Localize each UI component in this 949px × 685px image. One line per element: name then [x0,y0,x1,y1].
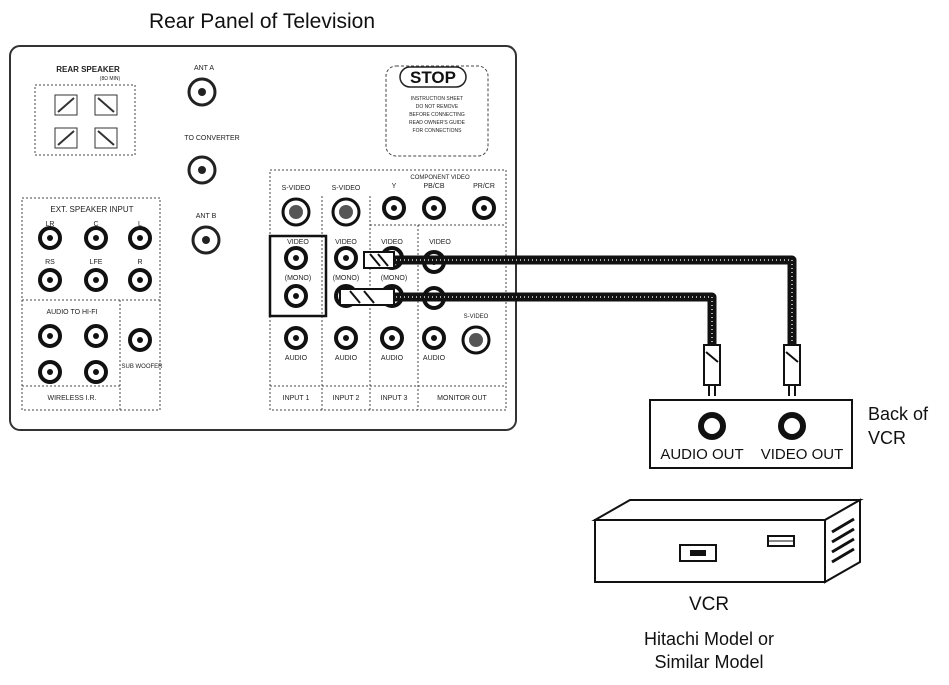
plug-vcr-audio [703,344,721,396]
ext-speaker-jack [84,268,108,292]
video-label: VIDEO [429,239,451,246]
component-jack [382,196,406,220]
input1-audio-right-jack [284,326,308,350]
plug-tv-video [363,251,395,269]
input2-video-jack [334,246,358,270]
sub-woofer-jack [128,328,152,352]
antenna-section: ANT A TO CONVERTER ANT B [184,65,240,255]
mono-label: (MONO) [285,275,311,282]
wireless-ir-jack [84,360,108,384]
wireless-ir-jack [38,360,62,384]
stop-notice: STOP INSTRUCTION SHEET DO NOT REMOVE BEFOR… [385,65,489,157]
stop-note-line: DO NOT REMOVE [416,104,459,110]
stop-note-text: INSTRUCTION SHEET DO NOT REMOVE BEFORE CON… [409,96,466,134]
component-jack [472,196,496,220]
mono-label: (MONO) [333,275,359,282]
vcr-caption-line2: Similar Model [654,652,764,672]
stop-note-line: BEFORE CONNECTING [409,112,465,118]
input3-audio-right-jack [380,326,404,350]
svideo-jack [331,197,361,227]
ant-b-label: ANT B [196,213,217,220]
audio-label: AUDIO [335,355,358,362]
component-video-label: COMPONENT VIDEO [410,175,470,181]
audio-to-hifi-jack [84,324,108,348]
audio-to-hifi-jack [38,324,62,348]
ext-speaker-jack [84,226,108,250]
stop-note-line: INSTRUCTION SHEET [411,96,463,102]
input1-video-jack [284,246,308,270]
audio-to-hifi-label: AUDIO TO HI-FI [46,309,97,316]
diagram-title: Rear Panel of Television [149,10,375,33]
ext-jack-label: RS [45,259,55,266]
stop-note-line: FOR CONNECTIONS [413,128,463,134]
plug-tv-audio [339,288,395,306]
ext-jack-label: L [138,221,142,228]
back-of-vcr-label-line2: VCR [868,428,906,448]
wireless-ir-label: WIRELESS I.R. [47,395,96,402]
ext-jack-label: LFE [90,259,103,266]
input2-audio-right-jack [334,326,358,350]
monitor-svideo-jack [461,325,491,355]
component-jack-label: PB/CB [423,183,444,190]
input1-audio-left-jack [284,284,308,308]
mono-label: (MONO) [381,275,407,282]
audio-label: AUDIO [285,355,308,362]
ext-speaker-jack [38,226,62,250]
component-jack [422,196,446,220]
stop-badge: STOP [410,68,456,87]
ext-speaker-input-label: EXT. SPEAKER INPUT [50,205,133,214]
monitor-audio-right-jack [422,326,446,350]
svideo-label: S-VIDEO [282,185,311,192]
video-label: VIDEO [381,239,403,246]
video-label: VIDEO [335,239,357,246]
component-jack-label: PR/CR [473,183,495,190]
stop-note-line: READ OWNER'S GUIDE [409,120,466,126]
back-of-vcr-label-line1: Back of [868,404,929,424]
video-out-jack [778,412,806,440]
component-jack-label: Y [392,183,397,190]
highlighted-input-1 [268,234,328,318]
input-labels: INPUT 1 INPUT 2 INPUT 3 MONITOR OUT [283,395,488,402]
ext-speaker-jack [128,268,152,292]
input-label: INPUT 3 [381,395,408,402]
svideo-jack [281,197,311,227]
audio-label: AUDIO [381,355,404,362]
ext-speaker-jack [38,268,62,292]
ext-jack-label: R [137,259,142,266]
rear-speaker-sub-label: (8Ω MIN) [100,76,121,82]
video-out-label: VIDEO OUT [761,446,844,463]
cables [339,251,801,396]
input-label: MONITOR OUT [437,395,487,402]
ext-speaker-jack [128,226,152,250]
video-label: VIDEO [287,239,309,246]
plug-vcr-video [783,344,801,396]
to-converter-label: TO CONVERTER [184,135,239,142]
vcr-back-panel: AUDIO OUT VIDEO OUT Back of VCR [649,399,929,469]
rear-speaker-section: REAR SPEAKER (8Ω MIN) [34,65,136,156]
ext-jack-label: C [93,221,98,228]
audio-out-jack [698,412,726,440]
ext-speaker-jacks: LR C L RS LFE R [38,221,152,384]
input-label: INPUT 1 [283,395,310,402]
audio-out-label: AUDIO OUT [660,446,743,463]
svideo-label: S-VIDEO [332,185,361,192]
vcr-label: VCR [688,594,730,615]
svideo-label: S-VIDEO [464,314,489,320]
input-label: INPUT 2 [333,395,360,402]
rear-speaker-label: REAR SPEAKER [56,65,120,74]
vcr-illustration [591,498,864,584]
ant-a-label: ANT A [194,65,214,72]
audio-label: AUDIO [423,355,446,362]
sub-woofer-label: SUB WOOFER [121,364,163,370]
component-labels: Y PB/CB PR/CR [392,183,495,190]
vcr-caption-line1: Hitachi Model or [643,629,775,649]
ext-jack-label: LR [46,221,55,228]
ext-speaker-input-section: EXT. SPEAKER INPUT LR C L RS LFE R AUDIO TO H… [21,197,163,411]
